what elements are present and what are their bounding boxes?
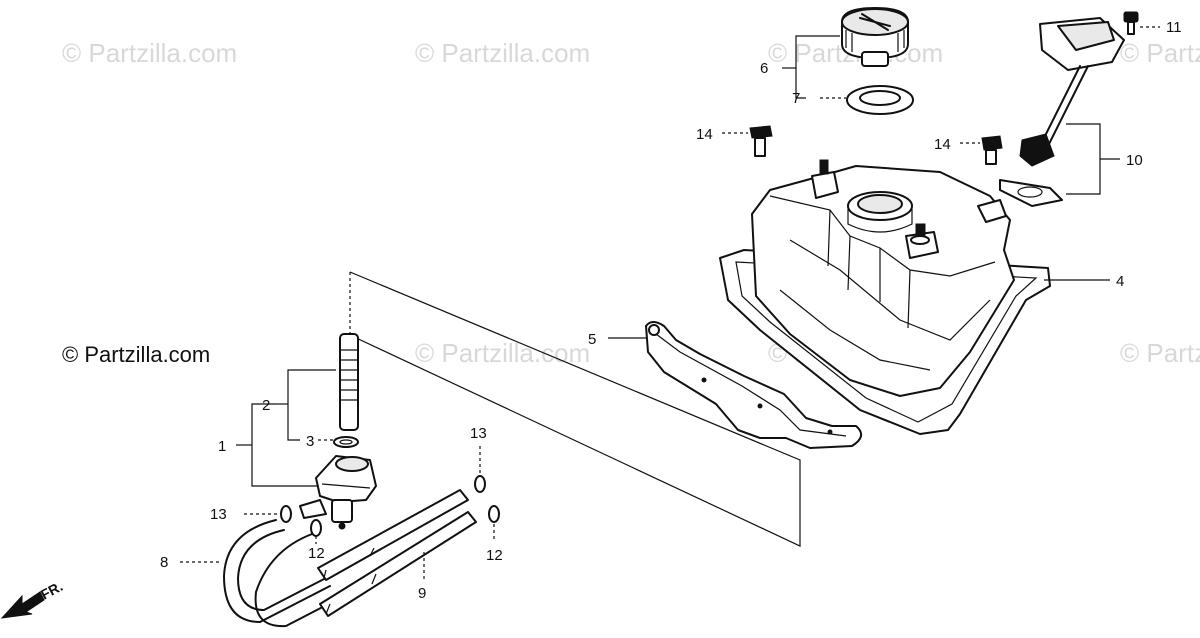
callout-1-2-3-leaders [236, 369, 336, 487]
callout-14b: 14 [934, 136, 951, 153]
tank-bracket-part[interactable] [645, 321, 863, 449]
watermark-1: © Partzilla.com [62, 38, 237, 68]
o-ring-part[interactable] [333, 436, 359, 448]
callout-9: 9 [418, 585, 426, 602]
fuel-unit-part[interactable] [999, 17, 1125, 207]
front-arrow-icon: FR. [0, 578, 65, 619]
callout-13a: 13 [210, 506, 227, 523]
callout-6: 6 [760, 60, 768, 77]
callout-13b: 13 [470, 425, 487, 442]
copyright-text: © Partzilla.com [62, 342, 210, 367]
callout-1: 1 [218, 438, 226, 455]
watermark-2: © Partzilla.com [415, 38, 590, 68]
fuel-tank-part[interactable] [719, 159, 1051, 435]
callout-6-7-leaders [782, 35, 846, 99]
assembly-reference-line [349, 271, 801, 547]
callout-10: 10 [1126, 152, 1143, 169]
watermark-4: © Partzilla.com [1120, 38, 1200, 68]
screw-11-part[interactable] [1123, 11, 1160, 35]
callout-11: 11 [1166, 19, 1182, 36]
fuel-cap-part[interactable] [841, 7, 909, 67]
callout-12b: 12 [486, 547, 503, 564]
strainer-pipe-part[interactable] [339, 272, 359, 431]
bolt-14-right-part[interactable] [960, 135, 1003, 165]
watermark-7: © Partzilla.com [1120, 338, 1200, 368]
callout-3: 3 [306, 433, 314, 450]
callout-12a: 12 [308, 545, 325, 562]
fuel-tube-9-part[interactable] [317, 489, 477, 617]
clip-13-right-part[interactable] [474, 446, 486, 493]
callout-8: 8 [160, 554, 168, 571]
callout-14a: 14 [696, 126, 713, 143]
callout-4: 4 [1116, 273, 1124, 290]
clip-12-right-part[interactable] [488, 505, 500, 540]
clip-12-left-part[interactable] [310, 519, 322, 544]
cap-gasket-part[interactable] [846, 85, 914, 115]
callout-7: 7 [792, 90, 800, 107]
callout-10-leader [1066, 123, 1120, 195]
watermark-5: © Partzilla.com [415, 338, 590, 368]
fuel-cock-part[interactable] [299, 455, 377, 530]
clip-13-left-part[interactable] [244, 505, 292, 523]
callout-5: 5 [588, 331, 596, 348]
callout-2: 2 [262, 397, 270, 414]
fuel-tube-part[interactable] [223, 519, 341, 628]
bolt-14-left-part[interactable] [722, 125, 773, 157]
